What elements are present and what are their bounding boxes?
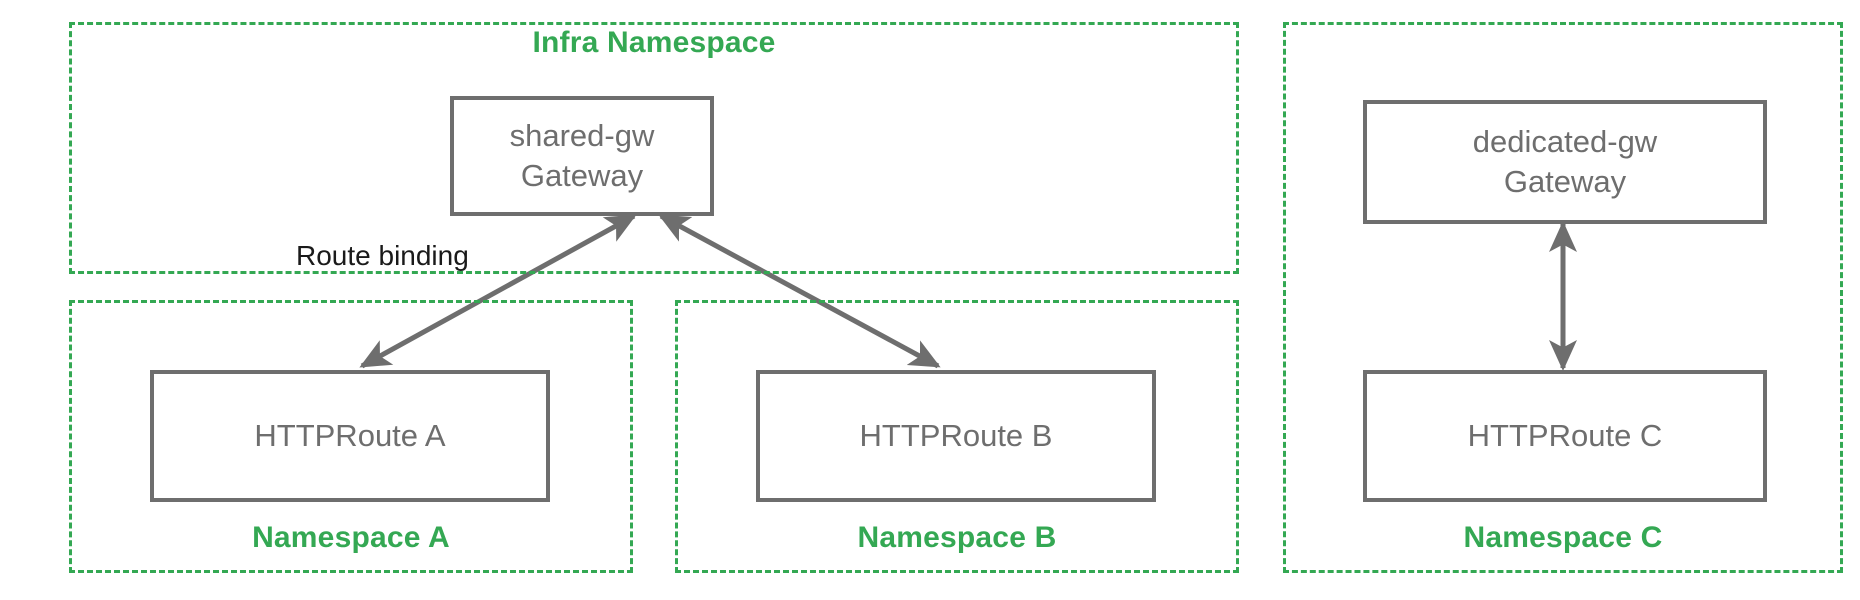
resource-label-httproute-c: HTTPRoute C — [1467, 418, 1663, 454]
namespace-box-b[interactable] — [675, 300, 1239, 573]
resource-name-shared-gw: shared-gw — [509, 118, 655, 154]
resource-box-httproute-a[interactable]: HTTPRoute A — [150, 370, 550, 502]
edge-label-route-binding: Route binding — [296, 240, 469, 271]
resource-name-dedicated-gw: dedicated-gw — [1472, 124, 1658, 160]
namespace-box-c[interactable] — [1283, 22, 1843, 573]
resource-kind-dedicated-gw: Gateway — [1503, 164, 1627, 199]
namespace-label-b: Namespace B — [857, 521, 1057, 554]
namespace-label-a: Namespace A — [252, 521, 450, 554]
namespace-label-c: Namespace C — [1463, 521, 1663, 554]
resource-label-httproute-b: HTTPRoute B — [859, 418, 1053, 454]
resource-label-httproute-a: HTTPRoute A — [254, 418, 446, 454]
resource-box-httproute-b[interactable]: HTTPRoute B — [756, 370, 1156, 502]
namespace-box-a[interactable] — [69, 300, 633, 573]
resource-kind-shared-gw: Gateway — [520, 158, 644, 193]
namespace-box-infra[interactable] — [69, 22, 1239, 274]
resource-box-httproute-c[interactable]: HTTPRoute C — [1363, 370, 1767, 502]
namespace-label-infra: Infra Namespace — [532, 26, 776, 59]
